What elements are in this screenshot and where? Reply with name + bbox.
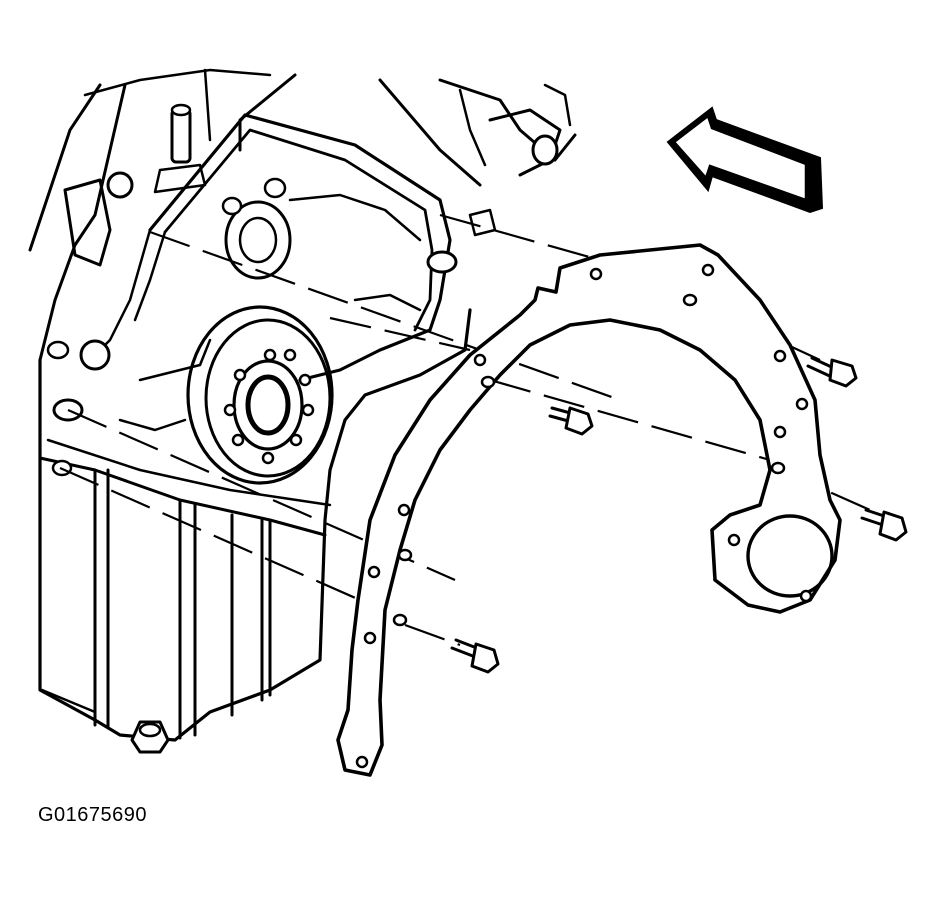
figure-code-label: G01675690 xyxy=(38,804,148,826)
mounting-bolts xyxy=(450,356,908,674)
bolt-4 xyxy=(450,638,500,674)
bolt-3 xyxy=(860,508,908,542)
bolt-2 xyxy=(548,406,594,436)
direction-arrow xyxy=(666,106,824,214)
flywheel-cover-plate xyxy=(336,243,842,777)
engine-block xyxy=(28,68,577,754)
bolt-1 xyxy=(806,356,858,388)
crankshaft-flange xyxy=(186,305,334,485)
